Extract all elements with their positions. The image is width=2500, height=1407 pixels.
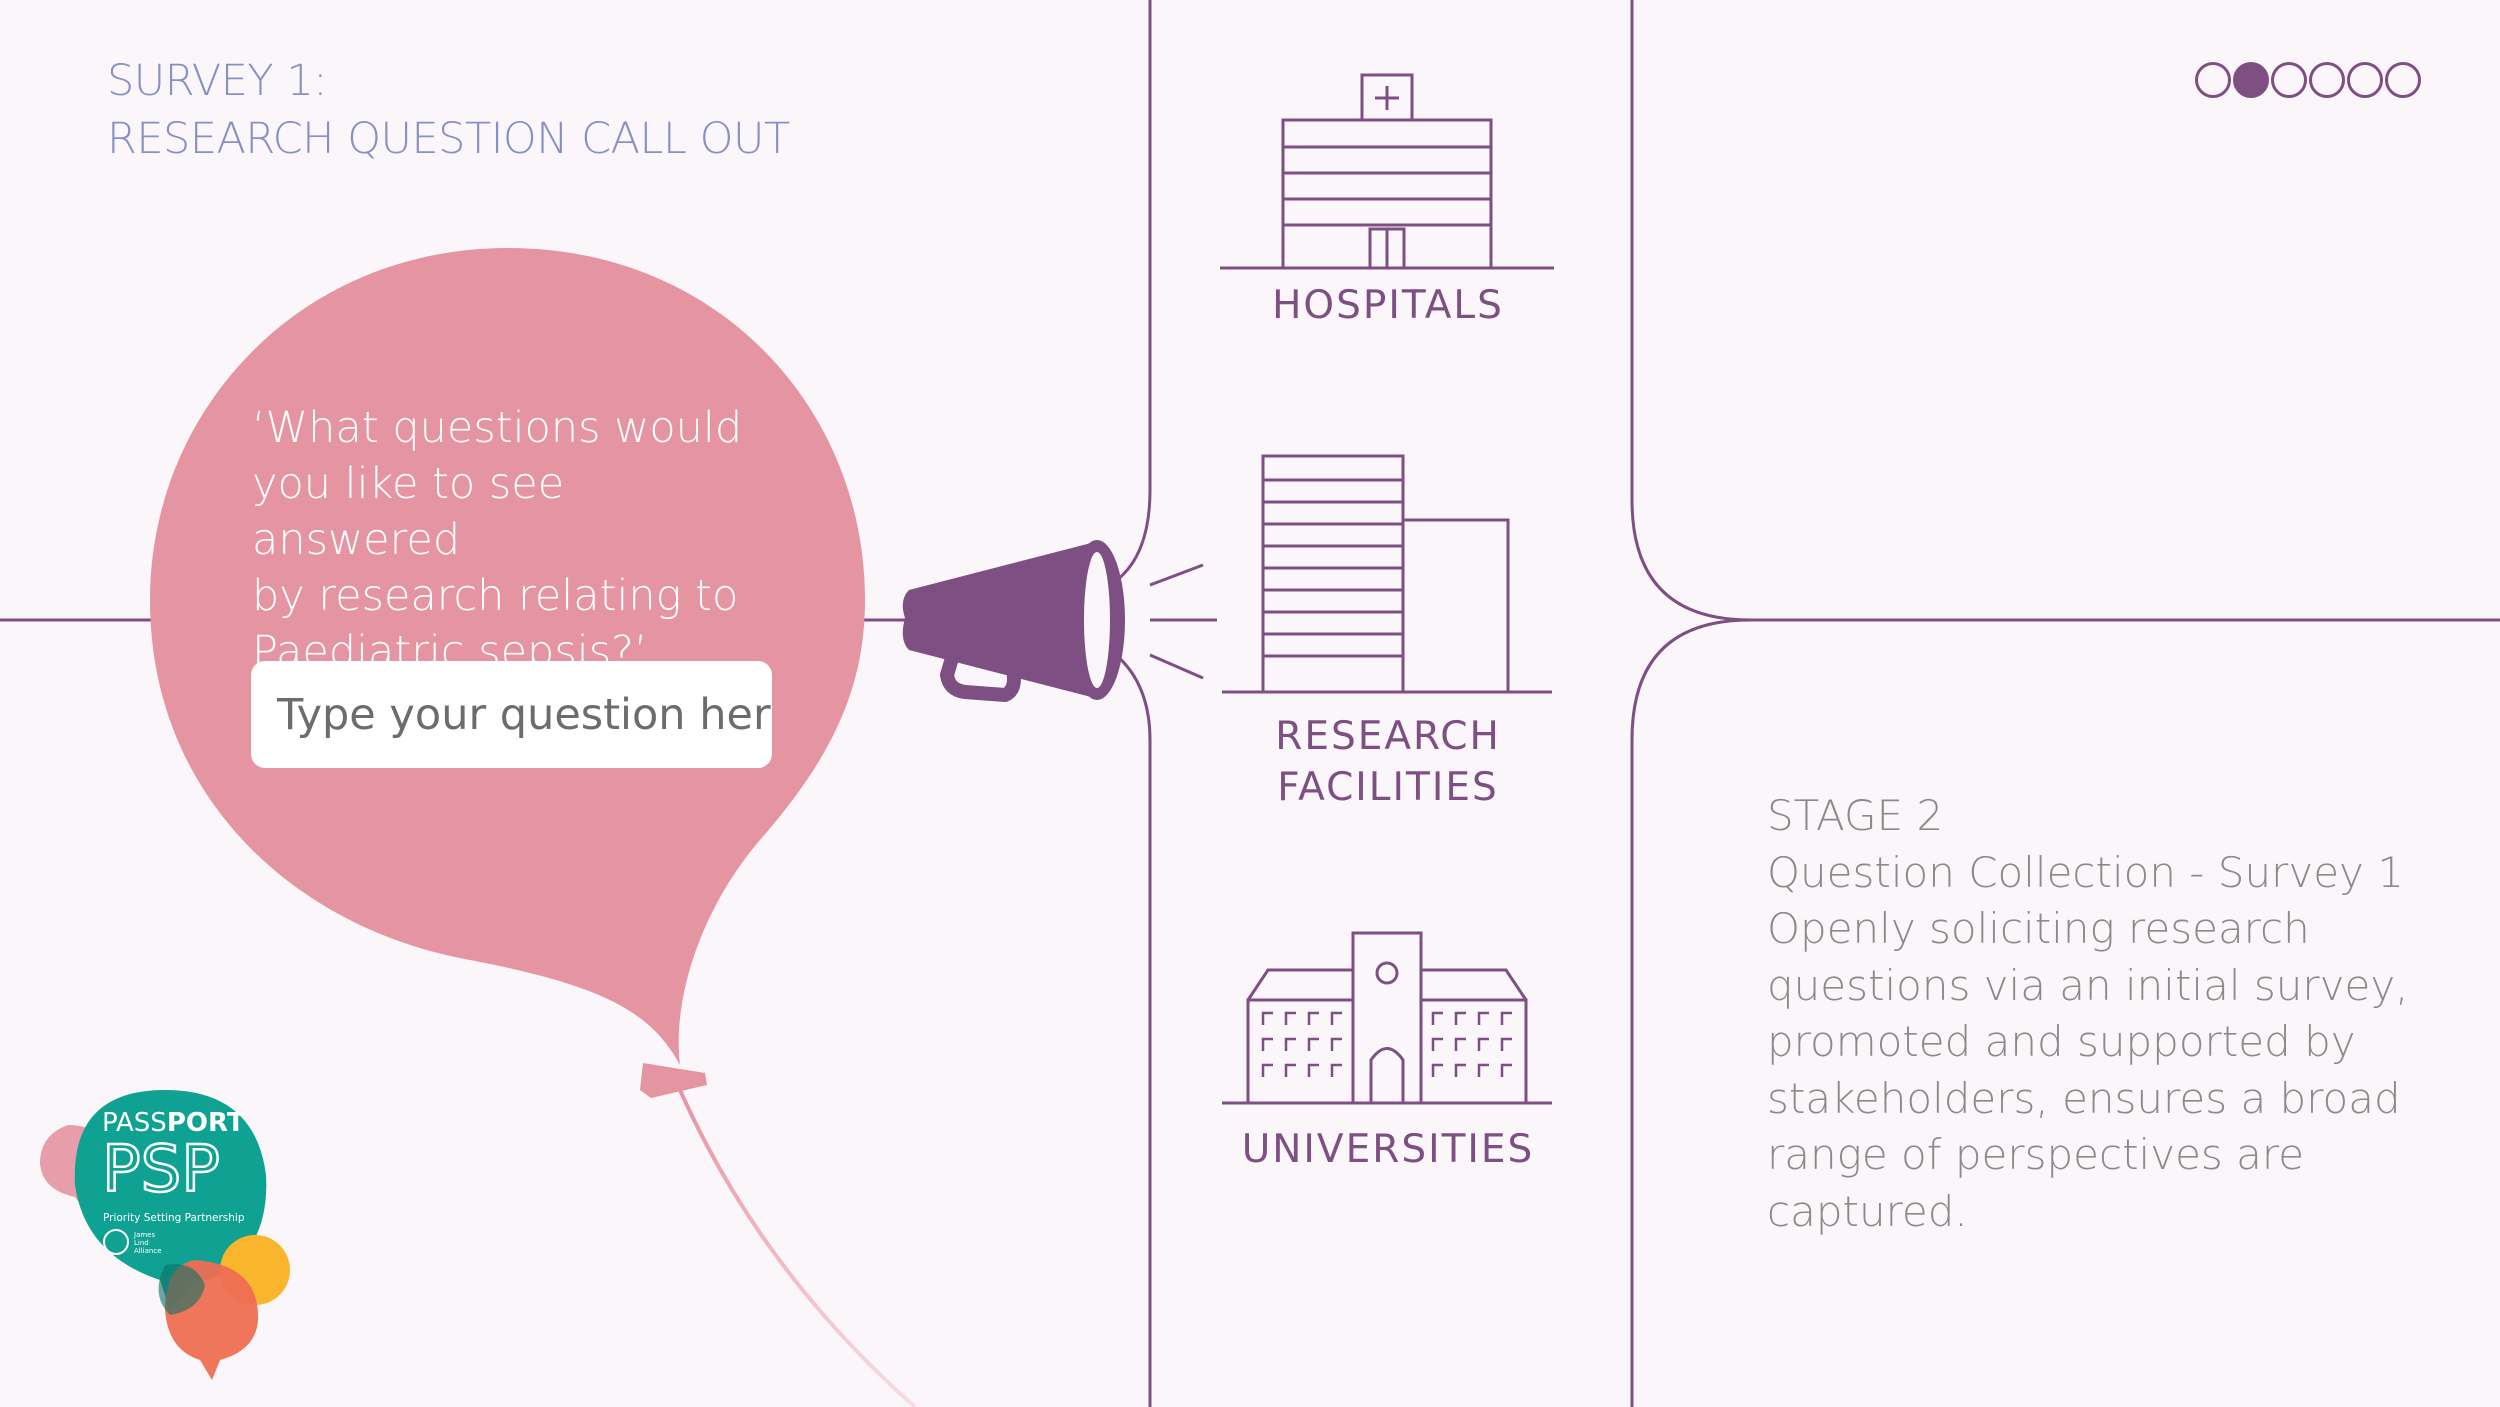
page-title: SURVEY 1: RESEARCH QUESTION CALL OUT (107, 52, 790, 168)
page-title-line2: RESEARCH QUESTION CALL OUT (107, 114, 790, 164)
progress-dot-icon[interactable] (2233, 62, 2269, 98)
balloon-graphic (150, 248, 917, 1407)
stage-line: Openly soliciting research (1767, 904, 2310, 953)
university-icon (1222, 931, 1552, 1105)
research-building-icon (1222, 454, 1552, 694)
progress-dot-icon[interactable] (2195, 62, 2231, 98)
logo-partner-line2: Lind (134, 1239, 149, 1247)
progress-indicator (2193, 62, 2421, 104)
balloon-question: ‘What questions would you like to see an… (252, 400, 772, 680)
page-title-line1: SURVEY 1: (107, 56, 328, 106)
label-universities: UNIVERSITIES (1241, 1127, 1535, 1172)
progress-dot-icon[interactable] (2271, 62, 2307, 98)
logo-partner-line3: Alliance (134, 1247, 162, 1255)
progress-dot-icon[interactable] (2385, 62, 2421, 98)
stage-line: range of perspectives are (1767, 1130, 2305, 1179)
frame-line-right (1630, 0, 2500, 1407)
logo-word1: PASSPORT (102, 1108, 245, 1138)
stage-line: Question Collection - Survey 1 (1767, 847, 2404, 897)
stage-line: promoted and supported by (1767, 1017, 2356, 1066)
logo-partner-line1: James (133, 1231, 155, 1239)
label-research-line1: RESEARCH (1275, 714, 1501, 759)
balloon-question-line: ‘What questions would (252, 403, 743, 453)
logo-word1-light: PASS (102, 1108, 167, 1138)
stage-line: captured. (1767, 1186, 1968, 1236)
balloon-body (150, 248, 865, 1065)
balloon-string (678, 1089, 917, 1407)
stage-line: stakeholders, ensures a broad (1767, 1073, 2401, 1123)
label-research-line2: FACILITIES (1277, 765, 1499, 810)
question-input[interactable] (251, 661, 772, 768)
logo-tagline: Priority Setting Partnership (103, 1212, 245, 1224)
passport-psp-logo: PASSPORT PSP Priority Setting Partnershi… (40, 1090, 290, 1380)
stage-line: STAGE 2 (1767, 791, 1944, 840)
stage-line: questions via an initial survey, (1767, 960, 2409, 1010)
balloon-knot (640, 1063, 707, 1098)
james-lind-alliance-icon (103, 1229, 129, 1255)
progress-dot-icon[interactable] (2309, 62, 2345, 98)
logo-word2: PSP (102, 1133, 220, 1207)
logo-word1-bold: PORT (167, 1108, 245, 1138)
balloon-question-line: by research relating to (252, 571, 739, 621)
balloon-question-line: you like to see answered (252, 459, 565, 565)
megaphone-icon (902, 540, 1217, 702)
stage-description: STAGE 2 Question Collection - Survey 1 O… (1767, 788, 2409, 1240)
hospital-icon (1220, 73, 1554, 270)
label-hospitals: HOSPITALS (1272, 283, 1504, 328)
label-research-facilities: RESEARCH FACILITIES (1218, 711, 1558, 813)
progress-dot-icon[interactable] (2347, 62, 2383, 98)
